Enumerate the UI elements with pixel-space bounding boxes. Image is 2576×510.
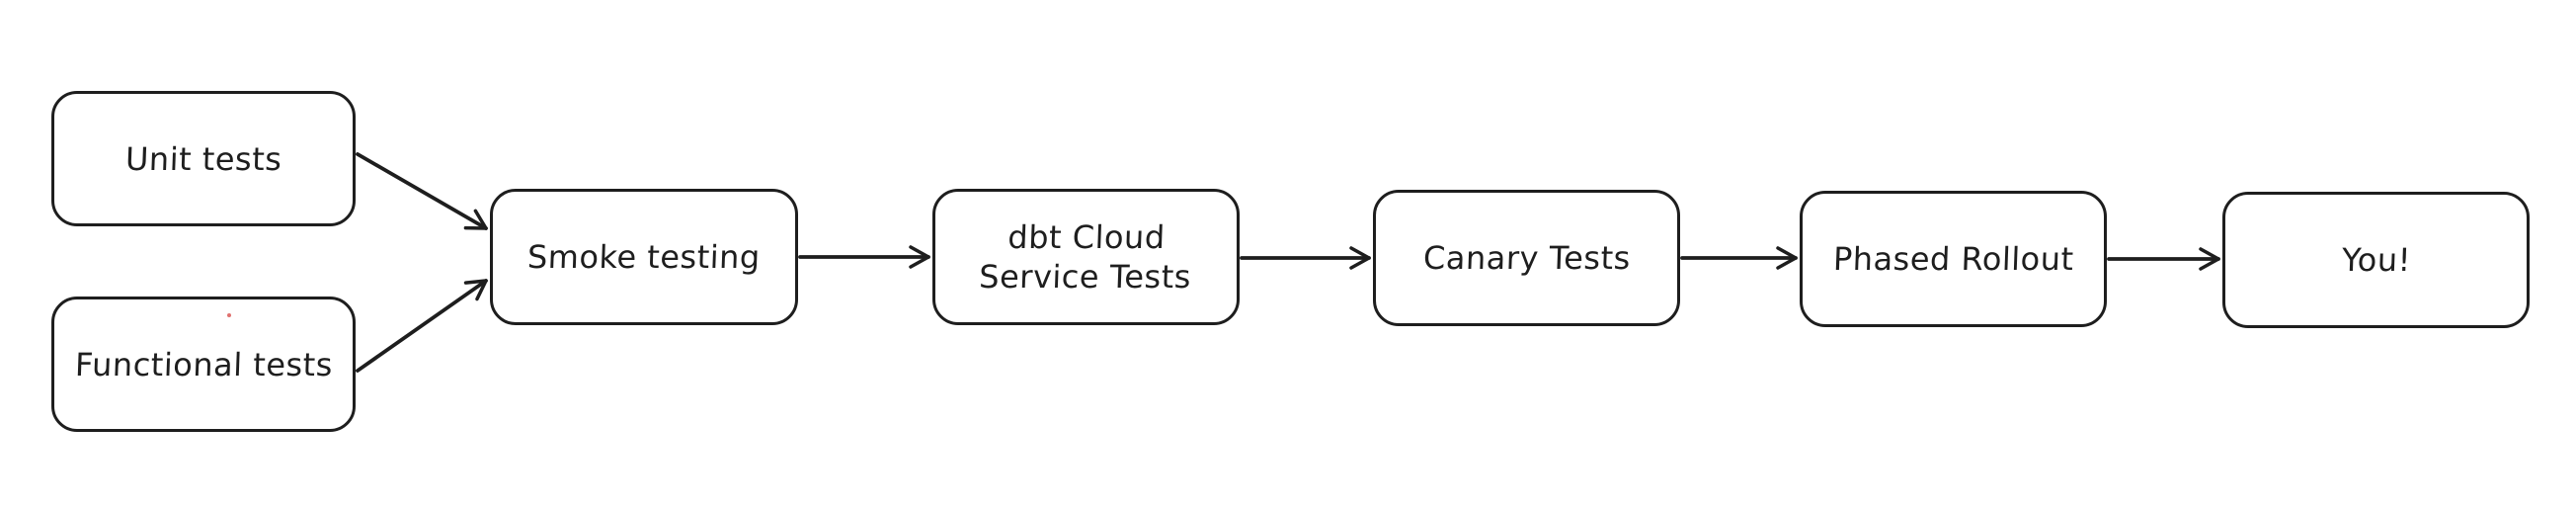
arrow-functional-tests-to-smoke-testing: [356, 279, 488, 373]
node-phased-rollout-label: Phased Rollout: [1832, 240, 2074, 278]
node-dbt-cloud-service-tests: dbt Cloud Service Tests: [932, 189, 1240, 325]
node-smoke-testing-label: Smoke testing: [526, 238, 762, 276]
node-you-label: You!: [2340, 241, 2412, 279]
node-dbt-cloud-service-tests-label: dbt Cloud Service Tests: [978, 218, 1192, 296]
node-unit-tests: Unit tests: [51, 91, 356, 226]
node-functional-tests: Functional tests: [51, 297, 356, 432]
node-canary-tests: Canary Tests: [1373, 190, 1680, 326]
node-functional-tests-label: Functional tests: [73, 345, 334, 383]
arrow-unit-tests-to-smoke-testing: [356, 152, 488, 230]
node-smoke-testing: Smoke testing: [490, 189, 798, 325]
stray-red-dot: [227, 313, 231, 317]
node-phased-rollout: Phased Rollout: [1800, 191, 2107, 327]
node-canary-tests-label: Canary Tests: [1421, 239, 1632, 277]
node-unit-tests-label: Unit tests: [124, 139, 282, 178]
node-you: You!: [2222, 192, 2530, 328]
